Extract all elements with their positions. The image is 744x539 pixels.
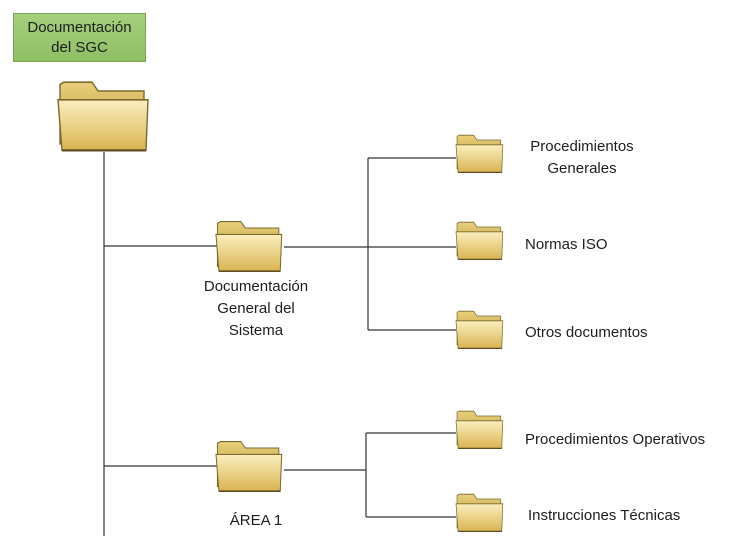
branch-1-label: Documentación General del Sistema [203,278,309,339]
child-4-folder-icon [455,410,504,449]
root-label: Documentación del SGC [13,13,146,62]
child-4-label: Procedimientos Operativos [525,431,706,448]
root-label-text: Documentación del SGC [27,18,132,56]
child-1-folder-icon [455,134,504,173]
child-5-label: Instrucciones Técnicas [528,507,681,524]
child-5-folder-icon [455,493,504,533]
branch-2-folder-icon [215,440,283,493]
child-2-label: Normas ISO [525,236,608,253]
child-2-folder-icon [455,221,504,260]
connector-lines [103,152,456,536]
child-3-folder-icon [455,310,504,349]
child-1-label: Procedimientos Generales [530,138,634,177]
branch-2-label: ÁREA 1 [229,512,283,529]
root-folder-icon [56,81,150,152]
branch-1-folder-icon [215,220,283,273]
child-3-label: Otros documentos [525,324,648,341]
